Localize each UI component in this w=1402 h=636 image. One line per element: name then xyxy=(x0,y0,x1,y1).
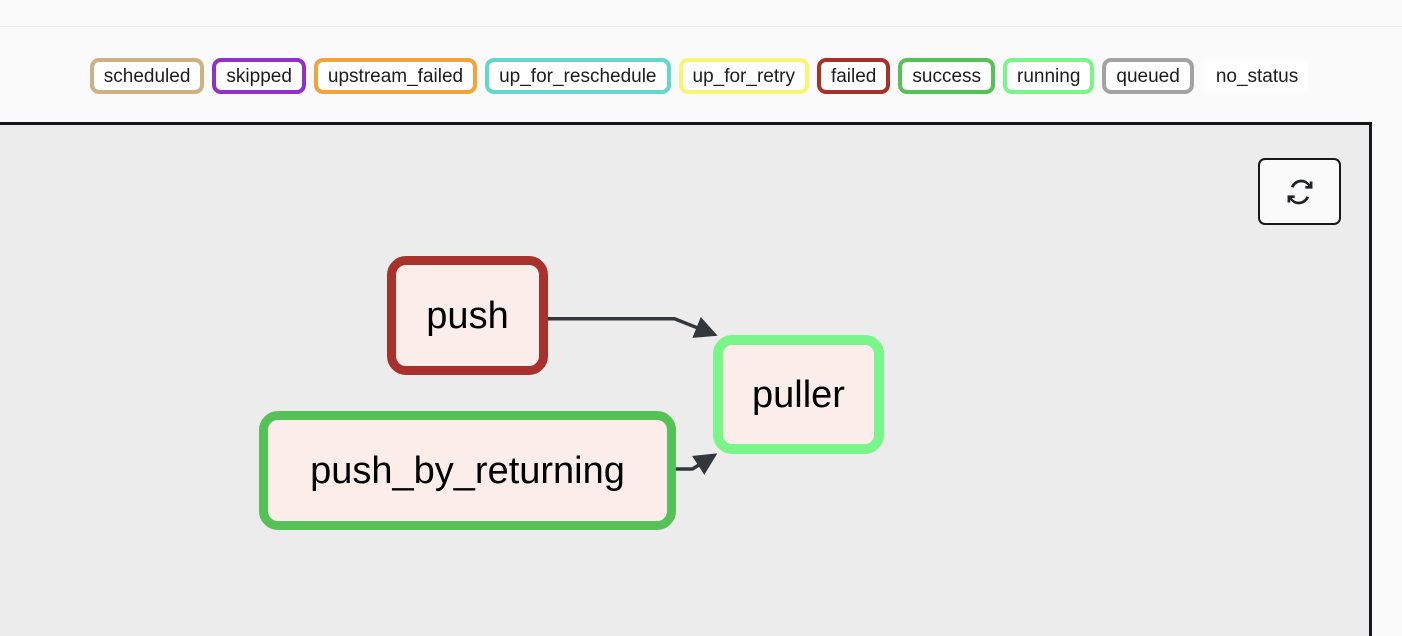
legend-item-up-for-reschedule[interactable]: up_for_reschedule xyxy=(485,58,671,94)
graph-node-push-by-returning[interactable]: push_by_returning xyxy=(259,411,676,530)
legend-label: failed xyxy=(830,65,877,87)
graph-node-label: push xyxy=(426,294,509,337)
graph-node-label: push_by_returning xyxy=(310,449,625,492)
legend-label: no_status xyxy=(1215,65,1299,87)
legend-label: success xyxy=(912,65,982,87)
graph-node-push[interactable]: push xyxy=(387,256,548,375)
header-divider xyxy=(0,26,1402,27)
legend-label: skipped xyxy=(226,65,292,87)
legend-label: up_for_retry xyxy=(692,65,795,87)
task-status-legend: scheduled skipped upstream_failed up_for… xyxy=(0,40,1402,112)
legend-item-no-status[interactable]: no_status xyxy=(1201,58,1313,94)
graph-node-label: puller xyxy=(752,373,845,416)
refresh-icon xyxy=(1283,175,1317,209)
refresh-button[interactable] xyxy=(1258,158,1341,225)
legend-label: up_for_reschedule xyxy=(499,65,657,87)
legend-item-skipped[interactable]: skipped xyxy=(212,58,306,94)
legend-item-up-for-retry[interactable]: up_for_retry xyxy=(678,58,809,94)
graph-canvas-panel[interactable] xyxy=(0,122,1372,636)
legend-item-success[interactable]: success xyxy=(898,58,996,94)
graph-edges-layer xyxy=(546,317,718,475)
legend-item-failed[interactable]: failed xyxy=(816,58,891,94)
graph-node-puller[interactable]: puller xyxy=(713,335,884,454)
edge-push-by-returning-to-puller xyxy=(674,453,718,475)
legend-item-running[interactable]: running xyxy=(1003,58,1095,94)
legend-item-upstream-failed[interactable]: upstream_failed xyxy=(313,58,478,94)
legend-label: running xyxy=(1017,65,1081,87)
legend-item-scheduled[interactable]: scheduled xyxy=(89,58,205,94)
edge-push-to-puller xyxy=(546,317,718,338)
legend-label: queued xyxy=(1116,65,1180,87)
legend-label: scheduled xyxy=(103,65,191,87)
legend-label: upstream_failed xyxy=(327,65,464,87)
legend-item-queued[interactable]: queued xyxy=(1102,58,1194,94)
